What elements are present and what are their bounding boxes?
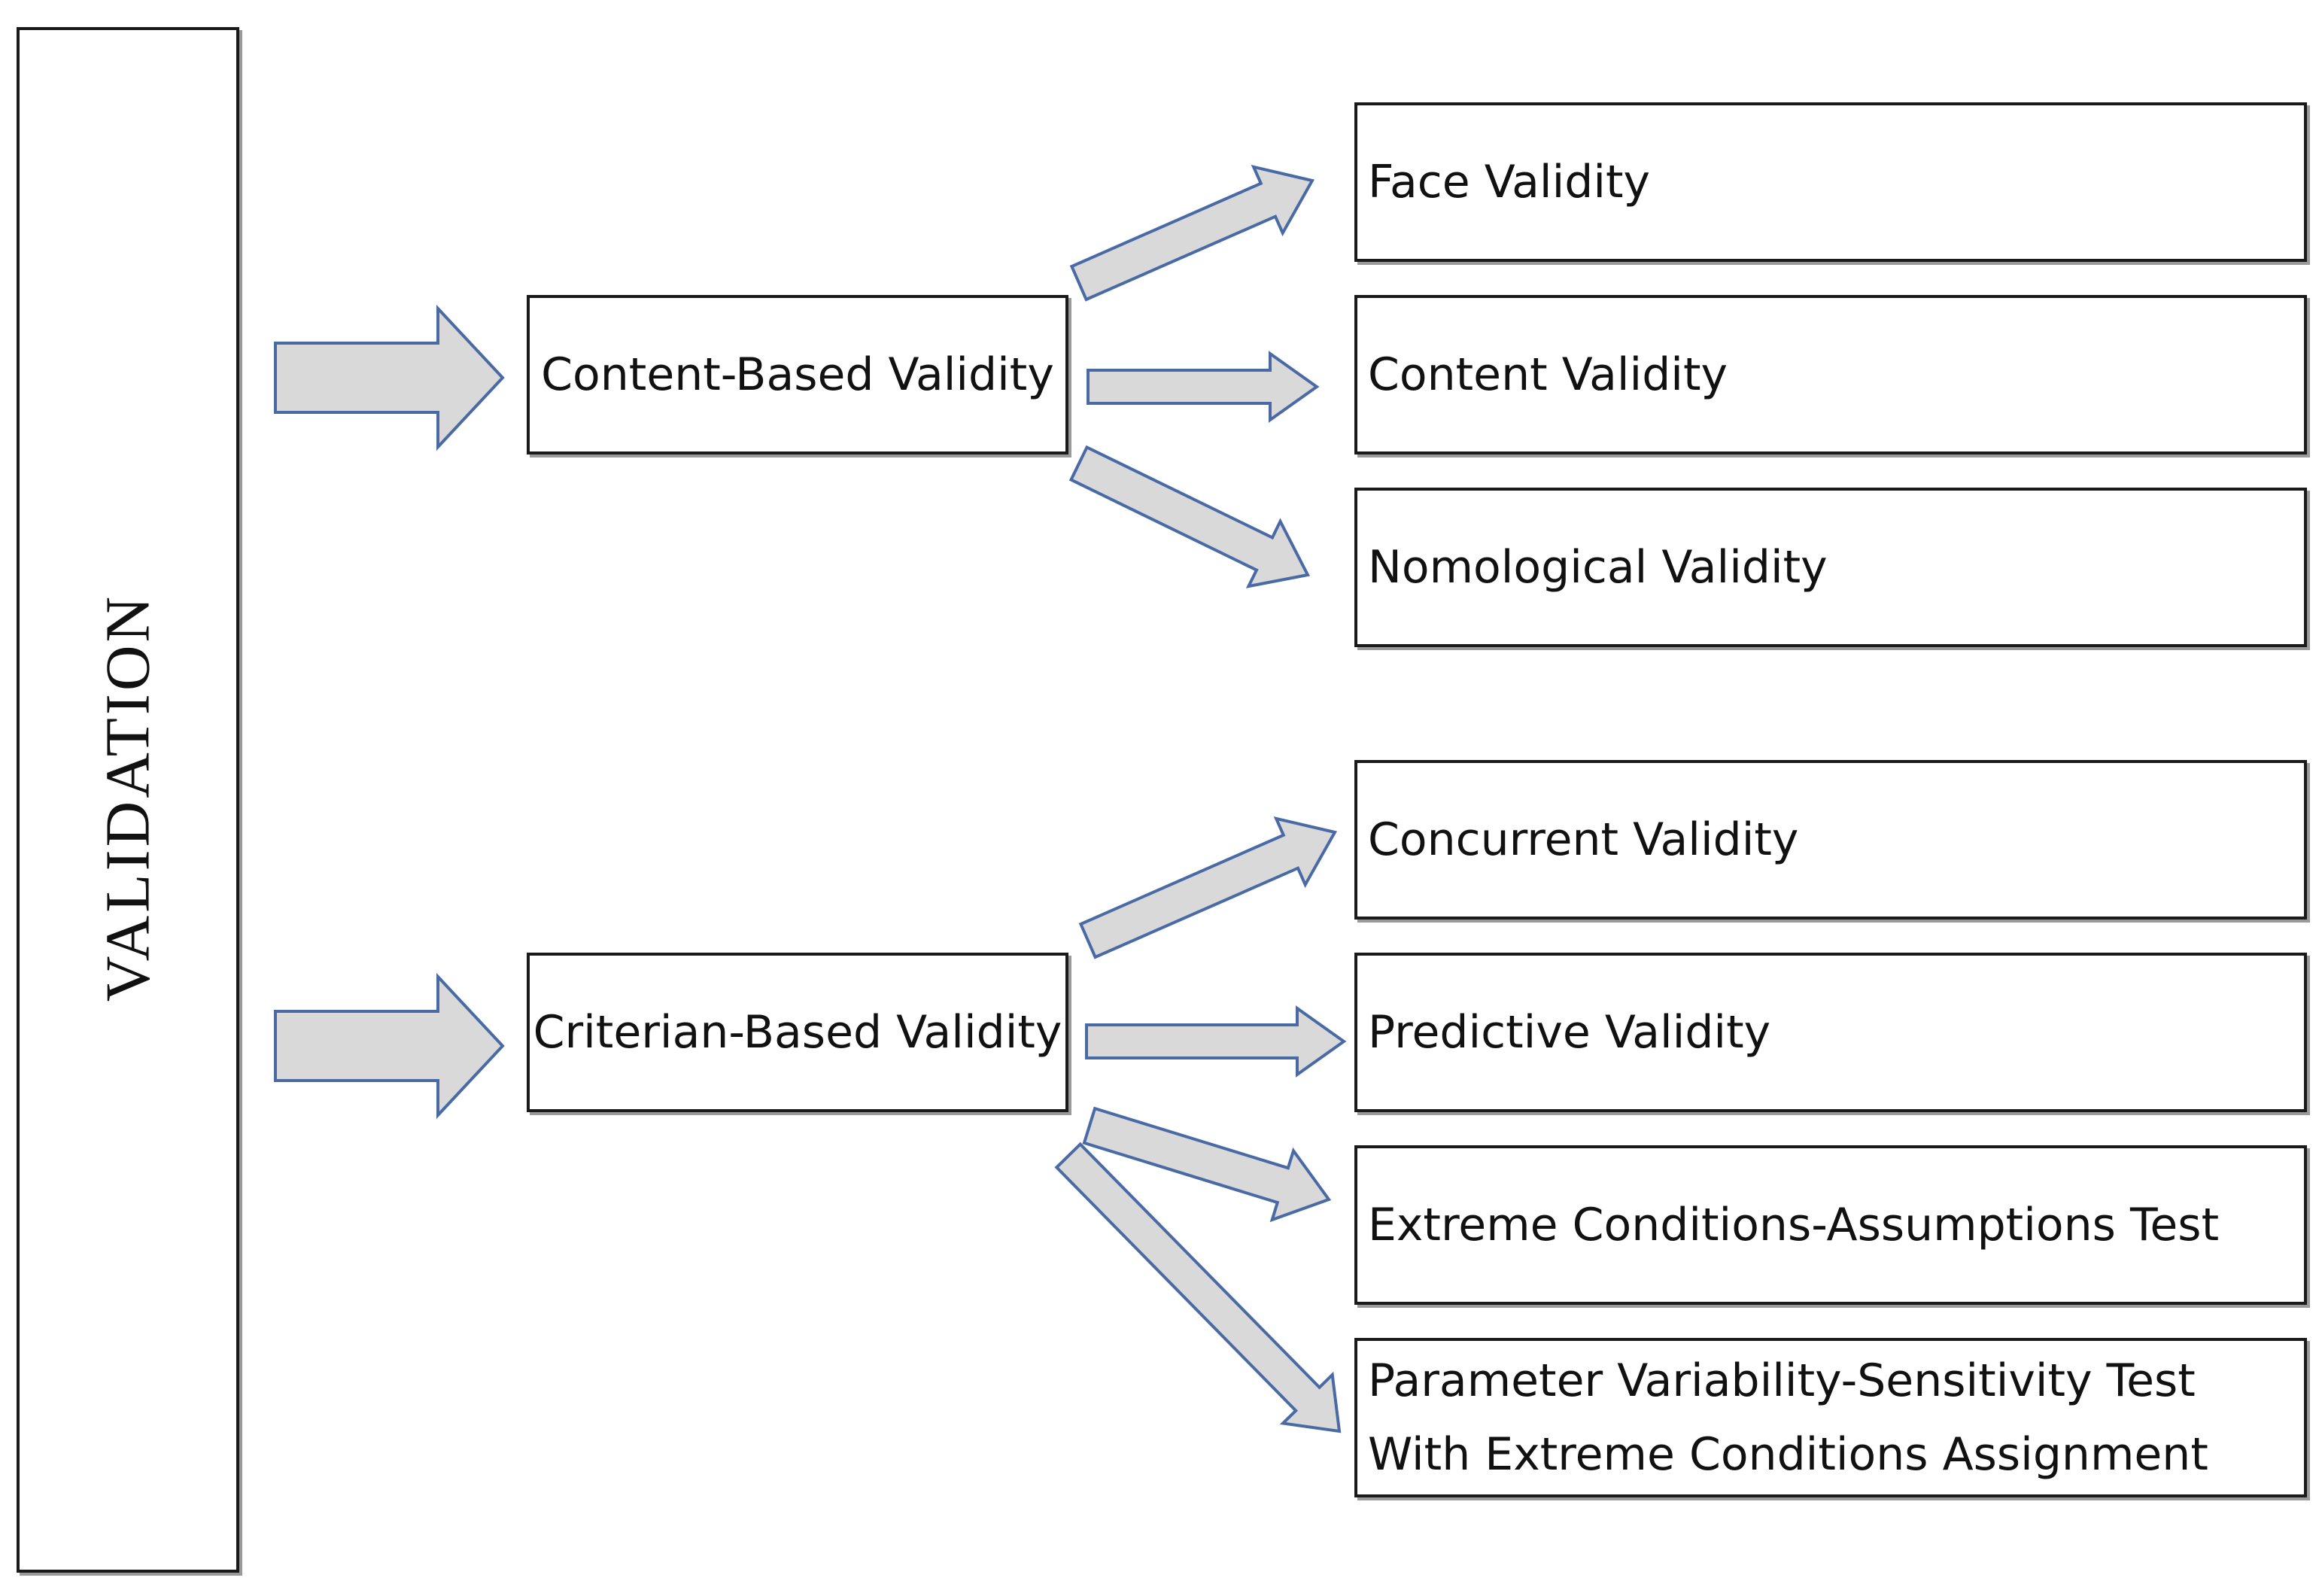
arrow-content-to-nomological xyxy=(1068,445,1310,588)
leaf-box-concurrent-validity: Concurrent Validity xyxy=(1354,760,2307,920)
validation-root-box xyxy=(17,27,239,1573)
group-label-criterian-based: Criterian-Based Validity xyxy=(533,1006,1062,1059)
leaf-label: Nomological Validity xyxy=(1368,541,1828,594)
arrow-content-to-content xyxy=(1087,351,1320,423)
group-box-criterian-based: Criterian-Based Validity xyxy=(527,953,1068,1112)
arrow-root-to-content xyxy=(274,304,505,451)
leaf-label: Concurrent Validity xyxy=(1368,813,1799,866)
leaf-box-predictive-validity: Predictive Validity xyxy=(1354,953,2307,1112)
leaf-label: Extreme Conditions-Assumptions Test xyxy=(1368,1199,2220,1251)
arrow-criterian-to-predictive xyxy=(1085,1005,1347,1078)
leaf-box-extreme-conditions-test: Extreme Conditions-Assumptions Test xyxy=(1354,1145,2307,1305)
arrow-content-to-face xyxy=(1069,164,1315,302)
leaf-label: Predictive Validity xyxy=(1368,1006,1771,1059)
arrow-criterian-to-parameter xyxy=(1054,1142,1342,1433)
leaf-box-face-validity: Face Validity xyxy=(1354,102,2307,262)
arrow-root-to-criterian xyxy=(274,972,505,1120)
group-label-content-based: Content-Based Validity xyxy=(541,348,1054,401)
arrow-criterian-to-extreme xyxy=(1082,1106,1332,1223)
leaf-label: Parameter Variability-Sensitivity Test W… xyxy=(1368,1354,2208,1481)
leaf-label: Face Validity xyxy=(1368,156,1651,208)
leaf-box-nomological-validity: Nomological Validity xyxy=(1354,488,2307,647)
leaf-label: Content Validity xyxy=(1368,348,1728,401)
arrow-criterian-to-concurrent xyxy=(1078,816,1338,959)
leaf-box-parameter-variability-test: Parameter Variability-Sensitivity Test W… xyxy=(1354,1338,2307,1497)
leaf-box-content-validity: Content Validity xyxy=(1354,295,2307,454)
group-box-content-based: Content-Based Validity xyxy=(527,295,1068,454)
